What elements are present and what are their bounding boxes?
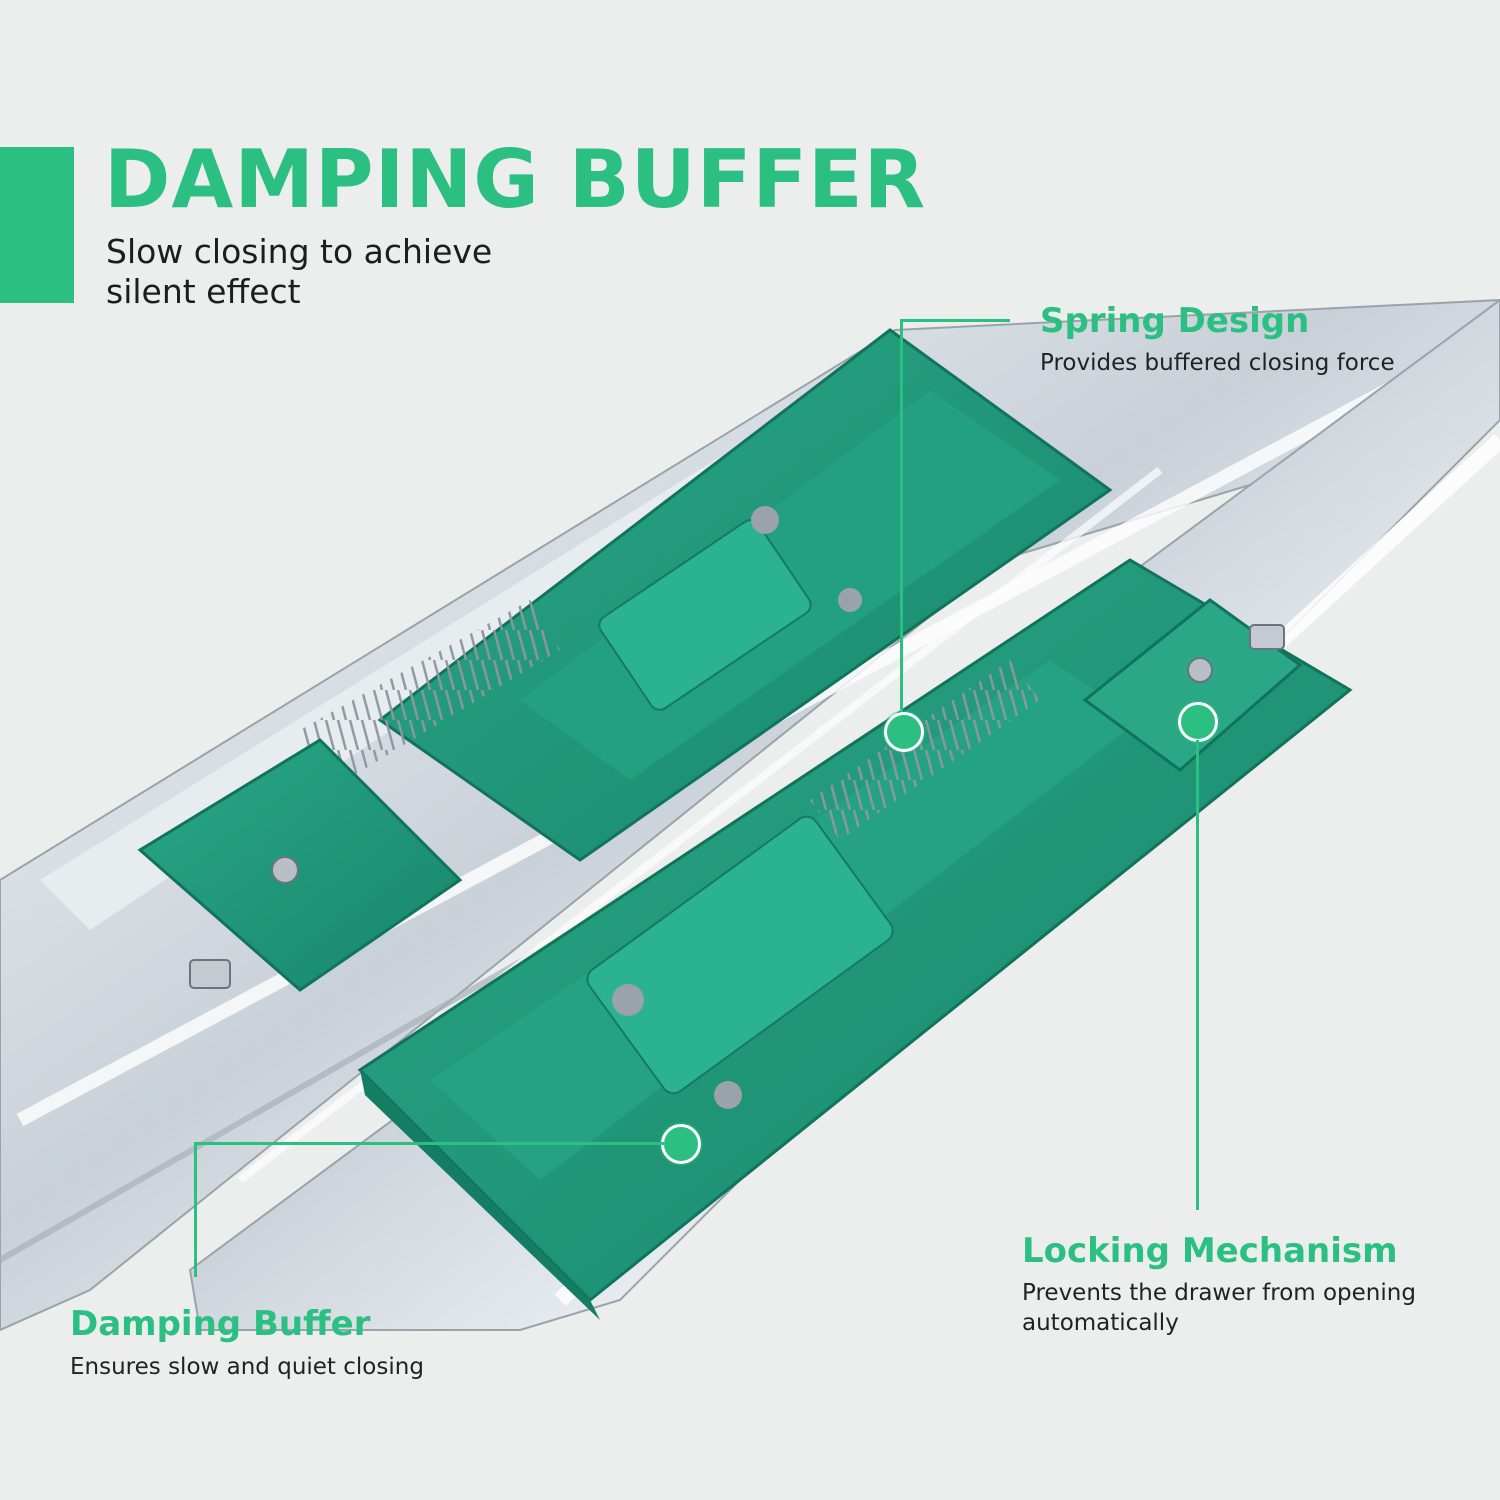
- spring-leader-horizontal: [900, 319, 1010, 322]
- damping-buffer-description: Ensures slow and quiet closing: [70, 1354, 424, 1380]
- page-title: DAMPING BUFFER: [104, 133, 927, 226]
- page-subtitle: Slow closing to achieve silent effect: [106, 232, 493, 311]
- locking-leader-vertical: [1196, 740, 1199, 1210]
- spring-design-title: Spring Design: [1040, 301, 1310, 341]
- damping-marker-dot: [661, 1124, 701, 1164]
- accent-bar: [0, 147, 74, 303]
- upper-damper-unit: [137, 328, 1113, 992]
- damping-leader-vertical: [194, 1142, 197, 1277]
- lower-damper-unit: [357, 558, 1353, 1320]
- locking-mechanism-description: Prevents the drawer from opening automat…: [1022, 1280, 1416, 1336]
- damping-buffer-title: Damping Buffer: [70, 1304, 371, 1344]
- damping-leader-horizontal: [194, 1142, 664, 1145]
- locking-mechanism-title: Locking Mechanism: [1022, 1231, 1398, 1271]
- spring-leader-vertical: [900, 319, 903, 714]
- locking-marker-dot: [1178, 702, 1218, 742]
- spring-marker-dot: [884, 712, 924, 752]
- spring-design-description: Provides buffered closing force: [1040, 350, 1395, 376]
